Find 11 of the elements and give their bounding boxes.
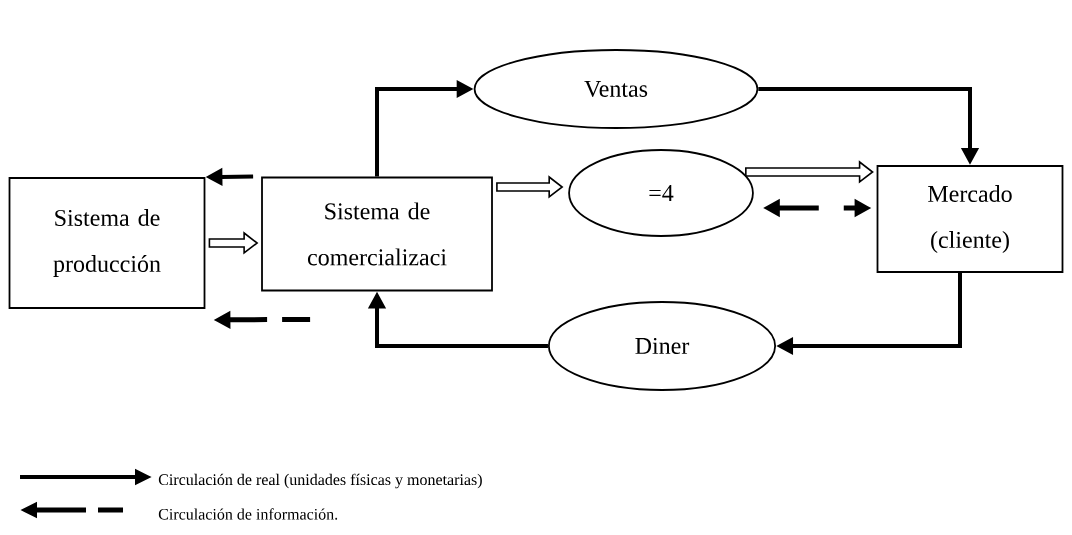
legend-text: Circulación de real (unidades físicas y monetarias) [158,473,482,489]
legend-text: Circulación de información. [158,508,338,520]
process-box: Sistema de comercializaci [261,176,493,292]
arrow [496,175,564,199]
ellipse-node: Ventas [473,49,759,129]
ellipse-node: Diner [547,301,777,391]
arrow [208,231,259,255]
ellipse-node: =4 [568,149,754,237]
process-box: Sistema de producción [8,177,206,309]
arrow [745,160,874,184]
process-box: Mercado (cliente) [876,165,1064,273]
